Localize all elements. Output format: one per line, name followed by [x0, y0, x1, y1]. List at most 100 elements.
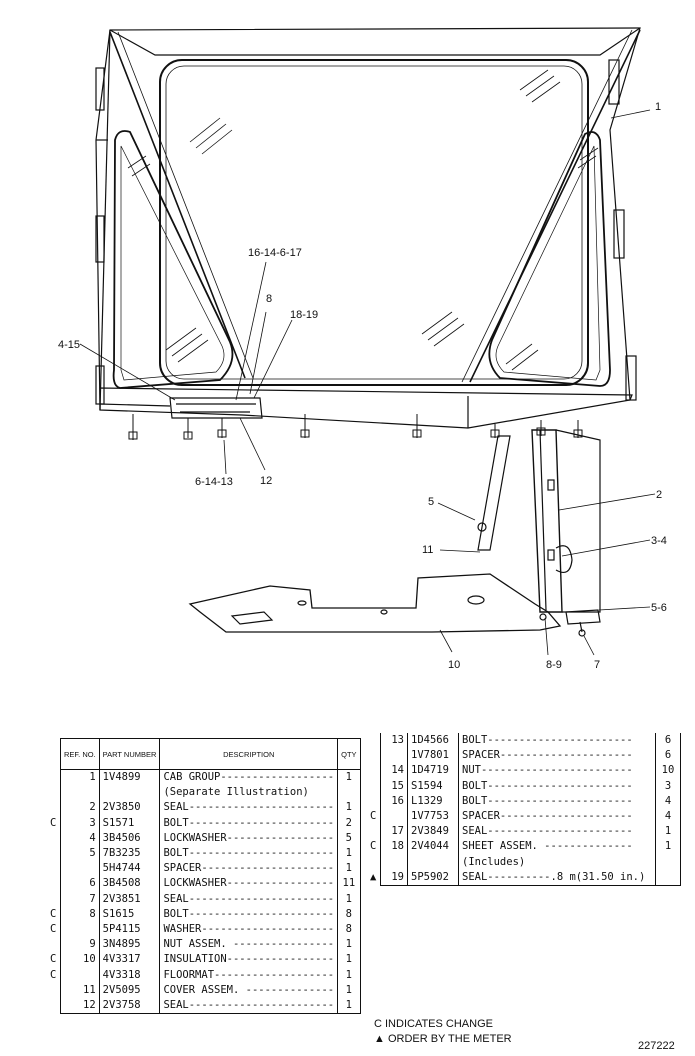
cab-roof-outline: [95, 27, 641, 429]
description-cell: SPACER---------------------: [458, 809, 656, 825]
qty-cell: 8: [337, 906, 361, 923]
ref-no-cell: 17: [380, 824, 408, 840]
description-cell: (Includes): [458, 854, 656, 870]
qty-cell: 5: [337, 830, 361, 847]
description-cell: SEAL-----------------------: [458, 824, 656, 840]
part-number-cell: 3N4895: [98, 937, 161, 953]
qty-cell: [337, 785, 361, 801]
ref-no-cell: [380, 854, 408, 870]
part-number-cell: 2V3758: [98, 998, 161, 1015]
part-number-cell: L1329: [407, 793, 459, 810]
callout-11: 11: [422, 544, 433, 556]
description-cell: SEAL-----------------------: [159, 891, 339, 907]
ref-no-cell: 3: [60, 815, 100, 831]
ref-no-cell: 5: [60, 846, 100, 862]
right-side-window: [488, 131, 611, 387]
description-cell: CAB GROUP------------------: [159, 769, 339, 786]
qty-cell: 6: [655, 748, 681, 764]
ref-no-cell: 15: [380, 778, 408, 794]
qty-cell: [655, 869, 681, 887]
legend-meter: ▲ ORDER BY THE METER: [374, 1033, 512, 1045]
cab-exploded-drawing: 1 2 3-4 5 5-6 7 8 8-9 10 11 12 4-15 16-1…: [58, 27, 667, 671]
callout-3-4: 3-4: [651, 535, 667, 547]
callout-7: 7: [594, 659, 600, 671]
qty-cell: 1: [337, 952, 361, 968]
callout-18-19: 18-19: [290, 309, 318, 321]
ref-no-cell: [60, 967, 100, 983]
part-number-cell: 2V4044: [407, 839, 459, 855]
description-cell: LOCKWASHER-----------------: [159, 830, 339, 847]
qty-cell: 1: [337, 982, 361, 999]
part-number-cell: 5P4115: [98, 922, 161, 938]
ref-no-cell: 11: [60, 982, 100, 999]
ref-no-cell: 7: [60, 891, 100, 907]
callout-8: 8: [266, 293, 272, 305]
ref-no-cell: 6: [60, 876, 100, 892]
qty-cell: 1: [337, 846, 361, 862]
part-number-cell: 3B4506: [98, 830, 161, 847]
qty-cell: 1: [655, 824, 681, 840]
description-cell: FLOORMAT-------------------: [159, 967, 339, 983]
callout-4-15: 4-15: [58, 339, 80, 351]
ref-no-cell: 18: [380, 839, 408, 855]
qty-cell: [655, 854, 681, 870]
callout-2: 2: [656, 489, 662, 501]
ref-no-cell: 8: [60, 906, 100, 923]
document-number: 227222: [638, 1040, 675, 1052]
change-mark: C: [370, 840, 377, 853]
description-cell: INSULATION-----------------: [159, 952, 339, 968]
description-cell: WASHER---------------------: [159, 922, 339, 938]
table-row: (Includes): [380, 854, 681, 870]
description-cell: SEAL-----------------------: [159, 998, 339, 1015]
part-number-cell: S1571: [98, 815, 161, 831]
ref-no-cell: [380, 809, 408, 825]
description-cell: COVER ASSEM. --------------: [159, 982, 339, 999]
part-number-cell: 5H4744: [98, 861, 161, 877]
qty-cell: 1: [337, 861, 361, 877]
ref-no-cell: 2: [60, 800, 100, 816]
part-number-cell: 1D4719: [407, 763, 459, 779]
sheet-assembly: [531, 429, 563, 613]
description-cell: BOLT-----------------------: [159, 846, 339, 862]
qty-cell: 4: [655, 793, 681, 810]
part-number-cell: 4V3318: [98, 967, 161, 983]
left-side-window: [112, 130, 234, 389]
qty-cell: 1: [337, 800, 361, 816]
front-window: [159, 59, 589, 386]
change-mark: C: [50, 968, 57, 981]
ref-no-cell: 10: [60, 952, 100, 968]
qty-cell: 1: [655, 839, 681, 855]
description-cell: NUT------------------------: [458, 763, 656, 779]
change-mark: ▲: [370, 870, 377, 883]
description-cell: BOLT-----------------------: [458, 778, 656, 794]
part-number-cell: [98, 785, 161, 801]
part-number-cell: 3B4508: [98, 876, 161, 892]
part-number-cell: S1594: [407, 778, 459, 794]
ref-no-cell: [60, 785, 100, 801]
part-number-cell: S1615: [98, 906, 161, 923]
callout-6-14-13: 6-14-13: [195, 476, 233, 488]
description-cell: SEAL-----------------------: [159, 800, 339, 816]
part-number-cell: 2V5095: [98, 982, 161, 999]
qty-cell: 1: [337, 967, 361, 983]
part-number-cell: 7B3235: [98, 846, 161, 862]
callout-5-6: 5-6: [651, 602, 667, 614]
table-row: (Separate Illustration): [60, 785, 361, 801]
qty-cell: 10: [655, 763, 681, 779]
ref-no-cell: 9: [60, 937, 100, 953]
callout-8-9: 8-9: [546, 659, 562, 671]
ref-no-cell: 1: [60, 769, 100, 786]
part-number-cell: 1D4566: [407, 733, 459, 749]
description-cell: BOLT-----------------------: [458, 793, 656, 810]
